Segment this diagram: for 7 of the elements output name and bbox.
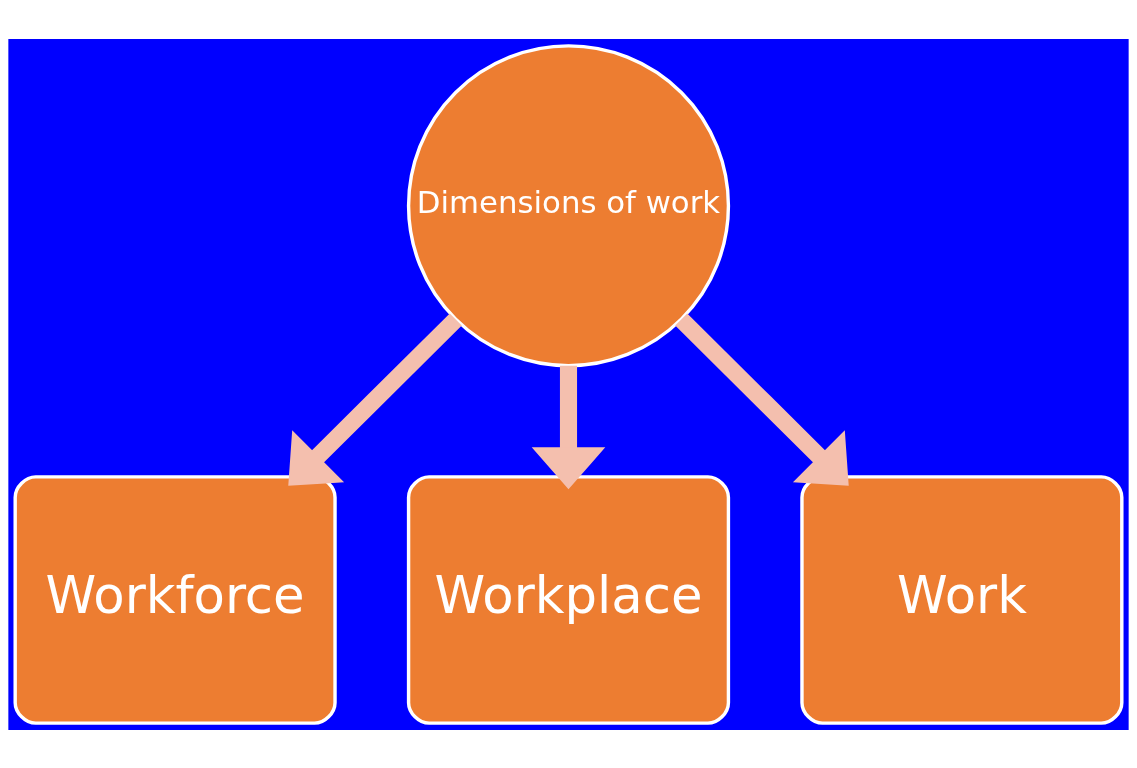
node-box: Workplace <box>406 474 731 725</box>
arrow <box>675 312 849 486</box>
node-box: Workforce <box>13 474 337 725</box>
node-box: Work <box>800 474 1124 725</box>
arrow <box>531 365 606 489</box>
node-circle: Dimensions of work <box>406 43 731 367</box>
arrow <box>288 312 462 486</box>
